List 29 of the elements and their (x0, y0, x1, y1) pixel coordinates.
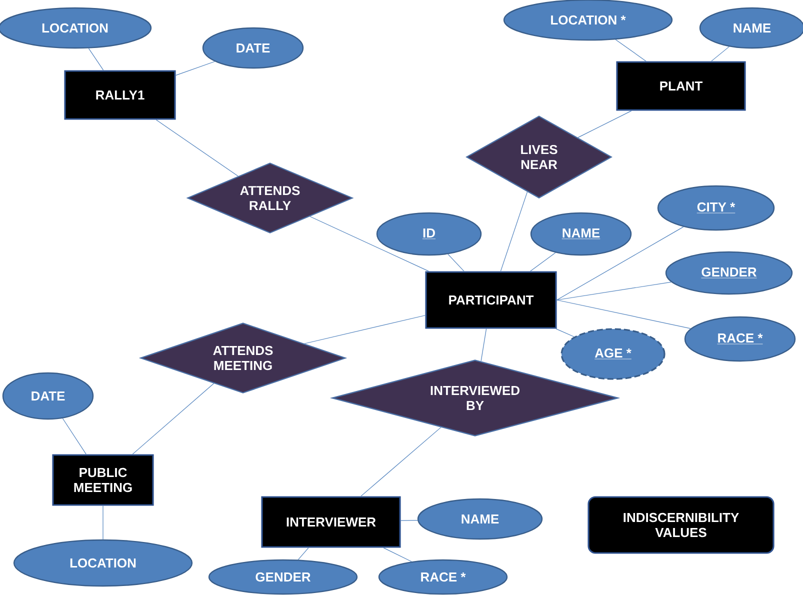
connector-line (578, 110, 632, 138)
entity-box: PARTICIPANT (425, 271, 557, 329)
connector-line (530, 252, 556, 272)
connector-line (132, 383, 214, 454)
connector-line (304, 315, 426, 344)
connector-line (102, 506, 104, 540)
connector-line (500, 192, 528, 272)
connector-line (556, 300, 692, 329)
connector-line (615, 39, 646, 62)
connector-line (298, 548, 309, 560)
connector-line (310, 216, 429, 272)
connector-line (448, 254, 464, 272)
connector-line (711, 46, 730, 62)
note-box: INDISCERNIBILITY VALUES (588, 496, 774, 554)
connector-line (400, 520, 418, 521)
connector-line (156, 120, 238, 176)
connector-line (88, 48, 104, 70)
connector-line (556, 328, 574, 338)
entity-box: PUBLIC MEETING (52, 454, 154, 506)
connector-line (360, 427, 442, 496)
connector-line (480, 328, 487, 362)
connector-line (383, 548, 412, 562)
connector-line (62, 418, 86, 454)
connector-line (556, 226, 684, 300)
entity-box: INTERVIEWER (261, 496, 401, 548)
entity-box: RALLY1 (64, 70, 176, 120)
entity-box: PLANT (616, 61, 746, 111)
connector-line (556, 282, 672, 300)
connector-line (176, 61, 216, 76)
